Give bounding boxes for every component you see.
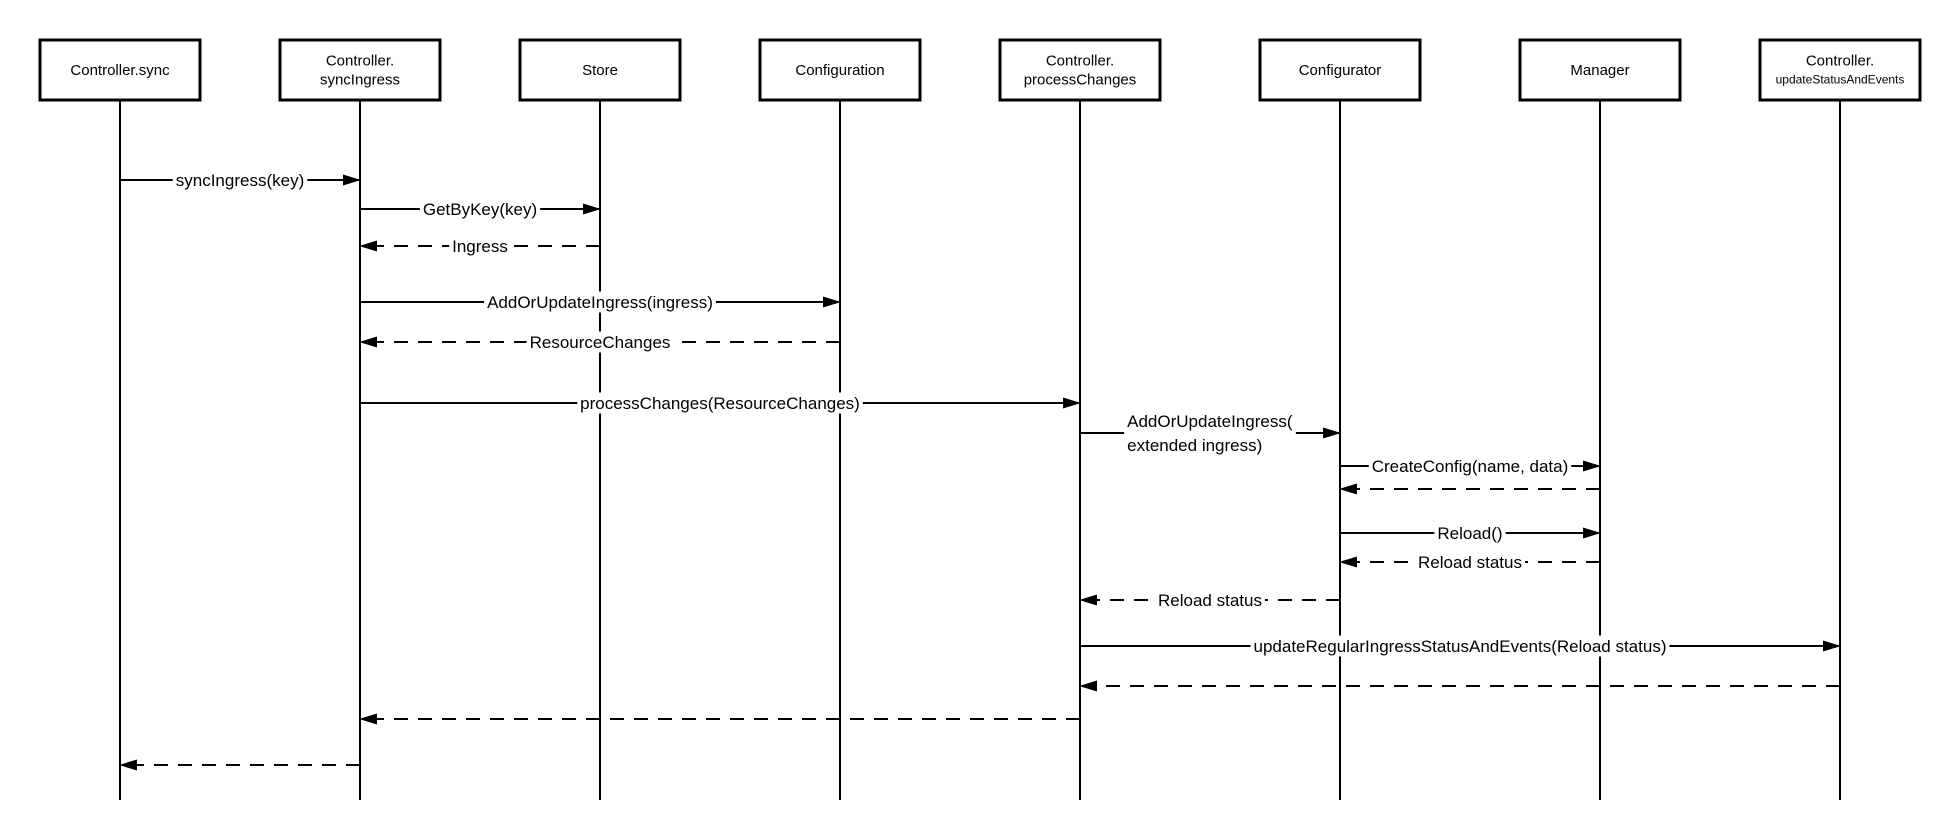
- participant-store: Store: [518, 38, 682, 102]
- participant-label: Controller.syncIngress: [320, 52, 400, 88]
- message-label: syncIngress(key): [176, 171, 304, 190]
- participant-manager: Manager: [1518, 38, 1682, 102]
- participant-box: [758, 38, 922, 102]
- participant-label: Store: [582, 62, 618, 79]
- message-label: Reload status: [1158, 591, 1262, 610]
- participant-configuration: Configuration: [758, 38, 922, 102]
- message-label-bg: [449, 235, 511, 257]
- message-10-configurator-to-manager: Reload(): [1340, 522, 1601, 544]
- message-label: GetByKey(key): [423, 200, 537, 219]
- message-13-controller-processchanges-to-controller-updatestatusandevents: updateRegularIngressStatusAndEvents(Relo…: [1080, 635, 1841, 657]
- message-label-bg: [526, 331, 674, 353]
- message-4-controller-syncingress-to-configuration: AddOrUpdateIngress(ingress): [360, 291, 841, 313]
- participant-box: [1758, 38, 1922, 102]
- message-label: processChanges(ResourceChanges): [580, 394, 860, 413]
- message-label-bg: [1368, 455, 1572, 477]
- participant-label: Configuration: [795, 62, 884, 79]
- message-7-controller-processchanges-to-configurator: AddOrUpdateIngress(extended ingress): [1080, 410, 1341, 456]
- message-label: Reload(): [1437, 524, 1502, 543]
- message-label: Ingress: [452, 237, 508, 256]
- participant-label: Manager: [1570, 62, 1629, 79]
- message-label: CreateConfig(name, data): [1372, 457, 1569, 476]
- message-11-manager-to-configurator: Reload status: [1339, 551, 1600, 573]
- message-12-configurator-to-controller-processchanges: Reload status: [1079, 589, 1340, 611]
- message-label: ResourceChanges: [530, 333, 671, 352]
- participant-box: [518, 38, 682, 102]
- message-label-bg: [577, 392, 863, 414]
- message-3-store-to-controller-syncingress: Ingress: [359, 235, 600, 257]
- message-label-bg: [1415, 551, 1525, 573]
- message-8-configurator-to-manager: CreateConfig(name, data): [1340, 455, 1601, 477]
- message-label-bg: [172, 169, 308, 191]
- message-1-controller-sync-to-controller-syncingress: syncIngress(key): [120, 169, 361, 191]
- message-label-bg: [484, 291, 716, 313]
- participant-controller-updatestatusandevents: Controller.updateStatusAndEvents: [1758, 38, 1922, 102]
- message-6-controller-syncingress-to-controller-processchanges: processChanges(ResourceChanges): [360, 392, 1081, 414]
- message-label: AddOrUpdateIngress(extended ingress): [1127, 412, 1293, 455]
- message-5-configuration-to-controller-syncingress: ResourceChanges: [359, 331, 840, 353]
- message-label-bg: [1124, 410, 1296, 456]
- participant-controller-processchanges: Controller.processChanges: [998, 38, 1162, 102]
- participant-configurator: Configurator: [1258, 38, 1422, 102]
- message-label-bg: [419, 198, 541, 220]
- participant-label: Configurator: [1299, 62, 1382, 79]
- message-label-bg: [1434, 522, 1506, 544]
- participant-controller-sync: Controller.sync: [38, 38, 202, 102]
- participant-box: [1258, 38, 1422, 102]
- message-label-bg: [1250, 635, 1670, 657]
- participant-box: [278, 38, 442, 102]
- participant-box: [1518, 38, 1682, 102]
- participant-box: [38, 38, 202, 102]
- participant-label: Controller.updateStatusAndEvents: [1776, 52, 1905, 87]
- message-label-bg: [1155, 589, 1265, 611]
- participant-controller-syncingress: Controller.syncIngress: [278, 38, 442, 102]
- message-label: Reload status: [1418, 553, 1522, 572]
- message-label: AddOrUpdateIngress(ingress): [487, 293, 713, 312]
- participant-label: Controller.processChanges: [1024, 52, 1137, 88]
- message-label: updateRegularIngressStatusAndEvents(Relo…: [1254, 637, 1667, 656]
- participant-label: Controller.sync: [70, 62, 170, 79]
- participant-box: [998, 38, 1162, 102]
- message-2-controller-syncingress-to-store: GetByKey(key): [360, 198, 601, 220]
